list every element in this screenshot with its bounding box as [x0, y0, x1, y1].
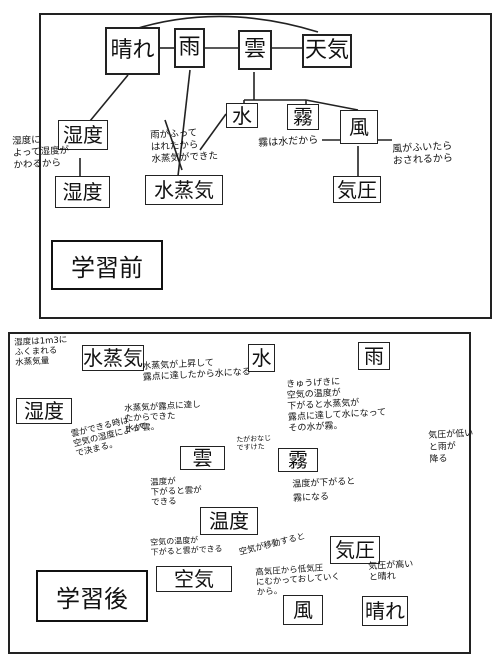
before-node-kiri: 霧: [287, 104, 319, 130]
after-node-suijouki: 水蒸気: [82, 345, 144, 371]
after-note-fog-formation: きゅうげきに 空気の温度が 下がると水蒸気が 露点に達して水になって その水が霧…: [286, 377, 387, 434]
before-note-humidity: 湿度に よって湿度が かわるから: [12, 134, 70, 171]
after-node-kiri: 霧: [278, 448, 318, 472]
before-node-mizu: 水: [226, 103, 258, 128]
before-node-shitsudo-1: 湿度: [58, 120, 108, 150]
after-note-humidity-def: 湿度は1m3に ふくまれる 水蒸気量: [14, 335, 68, 368]
before-node-kiatsu: 気圧: [333, 176, 381, 203]
after-node-kumo: 雲: [180, 446, 225, 470]
before-note-wind: 風がふいたら おされるから: [392, 140, 454, 167]
after-node-hare: 晴れ: [362, 596, 408, 626]
after-node-kuuki: 空気: [156, 566, 232, 592]
before-node-kaze: 風: [340, 110, 378, 144]
after-title: 学習後: [36, 570, 148, 622]
after-node-kiatsu: 気圧: [330, 536, 380, 564]
after-note-temp-cloud: 温度が 下がると雲が できる: [150, 476, 202, 508]
before-node-ame: 雨: [174, 28, 205, 68]
after-node-ame: 雨: [358, 342, 390, 370]
after-node-kaze: 風: [283, 595, 323, 625]
after-node-mizu: 水: [248, 344, 275, 372]
before-node-kumo: 雲: [238, 30, 272, 70]
after-note-high-pressure: 気圧が高い と晴れ: [368, 559, 414, 583]
after-note-low-pressure: 気圧が低い と雨が 降る: [428, 428, 474, 465]
after-node-ondo: 温度: [200, 507, 258, 535]
before-node-suijouki: 水蒸気: [145, 175, 223, 205]
before-node-hare: 晴れ: [105, 27, 160, 75]
before-node-tenki: 天気: [302, 34, 352, 68]
after-note-temp-fog: 温度が下がると 霧になる: [292, 476, 356, 504]
after-note-small: たがおなじ ですけた: [236, 434, 272, 452]
after-note-air-temp: 空気の温度が 下がると雲ができる: [150, 535, 223, 557]
after-node-shitsudo: 湿度: [16, 398, 72, 424]
after-note-pressure-wind: 高気圧から低気圧 にむかっておしていく から。: [255, 563, 341, 598]
before-title: 学習前: [51, 240, 163, 290]
before-node-shitsudo-2: 湿度: [55, 176, 110, 208]
before-note-rain: 雨がふって はれたから 水蒸気ができた: [150, 127, 219, 165]
